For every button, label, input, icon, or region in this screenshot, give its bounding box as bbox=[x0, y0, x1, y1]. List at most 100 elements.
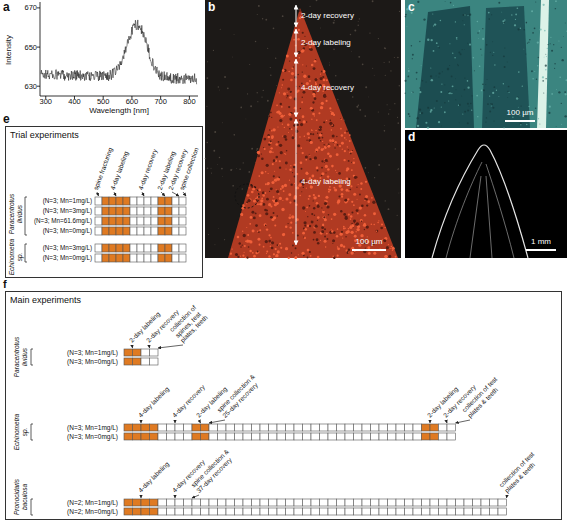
fluorescence-speck bbox=[326, 205, 329, 208]
fluorescence-speck bbox=[312, 133, 314, 135]
panel-letter: b bbox=[208, 1, 215, 13]
fluorescence-speck bbox=[323, 94, 326, 97]
fluorescence-speck bbox=[385, 255, 388, 258]
fluorescence-speck bbox=[337, 246, 338, 247]
day-cell bbox=[151, 197, 158, 205]
labeling-day-cell bbox=[124, 499, 133, 506]
fluorescence-speck bbox=[327, 145, 330, 148]
spine-silhouette bbox=[416, 6, 474, 128]
fluorescence-speck bbox=[280, 151, 283, 154]
grain bbox=[526, 22, 528, 24]
grain bbox=[558, 91, 560, 93]
timeline-pointer bbox=[430, 420, 431, 423]
fluorescence-speck bbox=[380, 227, 383, 230]
fluorescence-speck bbox=[300, 123, 303, 126]
grain bbox=[213, 50, 214, 51]
fluorescence-speck bbox=[264, 209, 267, 212]
labeling-day-cell bbox=[124, 349, 133, 356]
grain bbox=[399, 85, 400, 86]
day-cell bbox=[226, 433, 235, 440]
fluorescence-speck bbox=[309, 205, 311, 207]
day-cell bbox=[179, 197, 186, 205]
grain bbox=[388, 208, 390, 210]
fluorescence-speck bbox=[255, 224, 258, 227]
grain bbox=[257, 14, 258, 15]
grain bbox=[477, 21, 479, 23]
fluorescence-speck bbox=[339, 145, 341, 147]
fluorescence-speck bbox=[313, 196, 316, 199]
grain bbox=[441, 83, 442, 84]
day-cell bbox=[371, 499, 380, 506]
fluorescence-speck bbox=[279, 243, 281, 245]
labeling-day-cell bbox=[124, 358, 133, 365]
fluorescence-speck bbox=[277, 126, 278, 127]
fluorescence-speck bbox=[317, 220, 318, 221]
grain bbox=[267, 100, 269, 102]
grain bbox=[562, 59, 564, 61]
fluorescence-speck bbox=[271, 181, 274, 184]
grain bbox=[473, 57, 475, 59]
fluorescence-speck bbox=[351, 211, 353, 213]
labeling-day-cell bbox=[158, 207, 165, 215]
fluorescence-speck bbox=[365, 181, 367, 183]
grain bbox=[470, 103, 472, 105]
labeling-day-cell bbox=[123, 217, 130, 225]
day-cell bbox=[311, 499, 320, 506]
day-cell bbox=[209, 508, 218, 515]
grain bbox=[397, 57, 399, 59]
fluorescence-speck bbox=[322, 141, 323, 142]
day-cell bbox=[252, 433, 261, 440]
fluorescence-speck bbox=[329, 189, 331, 191]
day-cell bbox=[209, 499, 218, 506]
fluorescence-speck bbox=[320, 73, 321, 74]
grain bbox=[374, 177, 375, 178]
grain bbox=[265, 19, 267, 21]
day-cell bbox=[277, 433, 286, 440]
grain bbox=[515, 14, 517, 16]
fluorescence-speck bbox=[266, 228, 268, 230]
labeling-day-cell bbox=[102, 207, 109, 215]
fluorescence-speck bbox=[316, 167, 319, 170]
fluorescence-speck bbox=[325, 172, 326, 173]
fluorescence-speck bbox=[348, 213, 350, 215]
fluorescence-speck bbox=[331, 139, 334, 142]
labeling-day-cell bbox=[109, 227, 116, 235]
fluorescence-speck bbox=[280, 103, 282, 105]
grain bbox=[564, 22, 566, 24]
grain bbox=[257, 92, 258, 93]
grain bbox=[529, 39, 531, 41]
labeling-day-cell bbox=[141, 499, 150, 506]
grain bbox=[492, 55, 493, 56]
timeline-annotation: 4-day labeling bbox=[137, 385, 171, 419]
fluorescence-speck bbox=[246, 257, 248, 259]
day-cell bbox=[388, 499, 397, 506]
fluorescence-speck bbox=[300, 108, 301, 109]
day-cell bbox=[235, 424, 244, 431]
grain bbox=[334, 20, 335, 21]
grain bbox=[368, 172, 370, 174]
grain bbox=[527, 42, 528, 43]
fluorescence-speck bbox=[277, 244, 278, 245]
day-cell bbox=[371, 424, 380, 431]
labeling-day-cell bbox=[165, 227, 172, 235]
fluorescence-speck bbox=[299, 17, 301, 19]
grain bbox=[432, 13, 433, 14]
fluorescence-speck bbox=[258, 189, 261, 192]
grain bbox=[501, 11, 503, 13]
day-cell bbox=[252, 499, 261, 506]
fluorescence-speck bbox=[320, 77, 323, 80]
fluorescence-speck bbox=[319, 133, 322, 136]
grain bbox=[242, 188, 243, 189]
fluorescence-speck bbox=[249, 250, 251, 252]
day-cell bbox=[137, 207, 144, 215]
day-cell bbox=[175, 499, 184, 506]
day-cell bbox=[260, 508, 269, 515]
fluorescence-speck bbox=[321, 71, 323, 73]
grain bbox=[208, 234, 209, 235]
day-cell bbox=[498, 508, 507, 515]
day-cell bbox=[388, 508, 397, 515]
spine-striation bbox=[486, 176, 492, 258]
grain bbox=[444, 1, 446, 3]
grain bbox=[411, 92, 412, 93]
grain bbox=[356, 106, 358, 108]
